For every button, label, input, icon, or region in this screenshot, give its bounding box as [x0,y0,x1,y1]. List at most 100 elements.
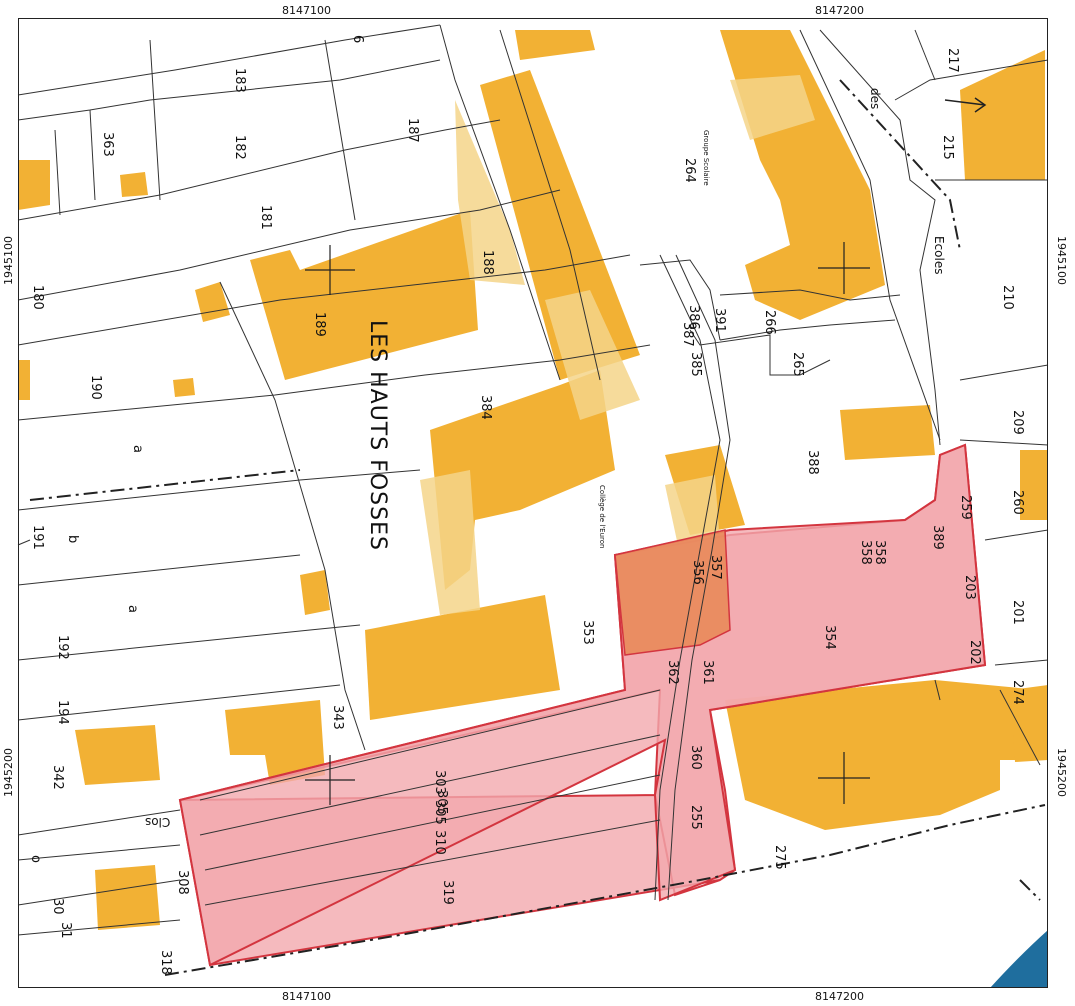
place-name: LES HAUTS FOSSES [365,320,390,551]
parcel-label: 386 [686,305,701,330]
parcel-label: 189 [312,312,327,337]
parcel-label: 362 [665,660,680,685]
parcel-label: 342 [50,765,65,790]
parcel-label: 387 [680,322,695,347]
building [1020,450,1048,520]
parcel-label: 266 [762,310,777,335]
parcel-label: 388 [805,450,820,475]
parcel-label: 357 [708,555,723,580]
building-light [420,470,480,615]
parcel-label: 385 [688,352,703,377]
parcel-label: 201 [1010,600,1025,625]
building [725,680,1040,830]
parcel-label: 188 [480,250,495,275]
parcel-label: 303 [432,770,447,795]
parcel-label: 183 [232,68,247,93]
street-label-ecoles: Ecoles [932,236,946,275]
building [95,865,160,930]
parcel-label: 259 [958,495,973,520]
parcel-label: 31 [58,922,73,939]
parcel-label: 358 [872,540,887,565]
coord-top-right: 8147200 [815,4,864,17]
parcel-label: 308 [175,870,190,895]
parcel-label: 6 [350,35,365,44]
parcel-label: 310 [432,830,447,855]
parcel-label: 356 [690,560,705,585]
parcel-label: 275 [772,845,787,870]
parcel-label: 305 [434,790,449,815]
parcel-label: 318 [158,950,173,975]
parcel-label: 358 [858,540,873,565]
parcel-label: 182 [232,135,247,160]
north-arrow-icon [944,97,987,113]
parcel-label: 361 [700,660,715,685]
parcel-label: 187 [405,118,420,143]
street-label-des: des [868,88,882,110]
coord-top-left: 8147100 [282,4,331,17]
parcel-label: 353 [580,620,595,645]
building [300,570,330,615]
institution-groupe: Groupe Scolaire [702,130,710,186]
parcel-label: 260 [1010,490,1025,515]
parcel-label: 180 [30,285,45,310]
parcel-label: o [28,855,43,863]
parcel-label: 181 [258,205,273,230]
parcel-label: 210 [1000,285,1015,310]
dashed-lines [29,79,1046,976]
coord-right-lower: 1945200 [1055,748,1068,797]
parcel-label: 217 [945,48,960,73]
parcel-label: 209 [1010,410,1025,435]
parcel-label: 343 [330,705,345,730]
parcel-lines [17,24,1049,936]
building [960,50,1045,180]
parcel-label: 255 [688,805,703,830]
building [430,370,615,590]
building-light [455,100,525,285]
water-body [990,930,1048,988]
coord-bottom-right: 8147200 [815,990,864,1003]
highlighted-zone [178,443,987,967]
parcel-label: 319 [440,880,455,905]
zone-dark [614,529,731,656]
parcel-label: 190 [88,375,103,400]
building [720,30,885,320]
parcel-label: 274 [1010,680,1025,705]
parcel-label: 203 [962,575,977,600]
building [840,405,935,460]
coord-right-upper: 1945100 [1055,236,1068,285]
parcel-label: 202 [967,640,982,665]
coord-left-upper: 1945100 [2,236,15,285]
building [225,700,325,785]
parcel-label: 354 [822,625,837,650]
parcel-label: 265 [790,352,805,377]
building [18,360,30,400]
building [365,595,560,720]
building [75,725,160,785]
parcel-label: 194 [55,700,70,725]
clos-label: Clos [145,815,171,829]
parcel-label: 192 [55,635,70,660]
building [480,70,640,380]
grid-crosses [305,242,870,805]
parcel-label: 264 [682,158,697,183]
parcel-label: 191 [30,525,45,550]
parcel-label: b [65,535,80,544]
building [1010,685,1048,762]
building [195,282,230,322]
parcel-label: 389 [930,525,945,550]
parcel-label: 384 [478,395,493,420]
building [18,160,50,210]
building [515,30,595,60]
parcel-label: a [130,445,145,453]
parcel-label: 215 [940,135,955,160]
parcel-label: 360 [688,745,703,770]
parcel-label: 391 [712,308,727,333]
parcel-label: 363 [100,132,115,157]
building-light [730,75,815,140]
coord-left-lower: 1945200 [2,748,15,797]
parcel-label: 30 [50,898,65,915]
building [173,378,195,397]
coord-bottom-left: 8147100 [282,990,331,1003]
institution-college: Collège de l'Euron [598,485,606,549]
